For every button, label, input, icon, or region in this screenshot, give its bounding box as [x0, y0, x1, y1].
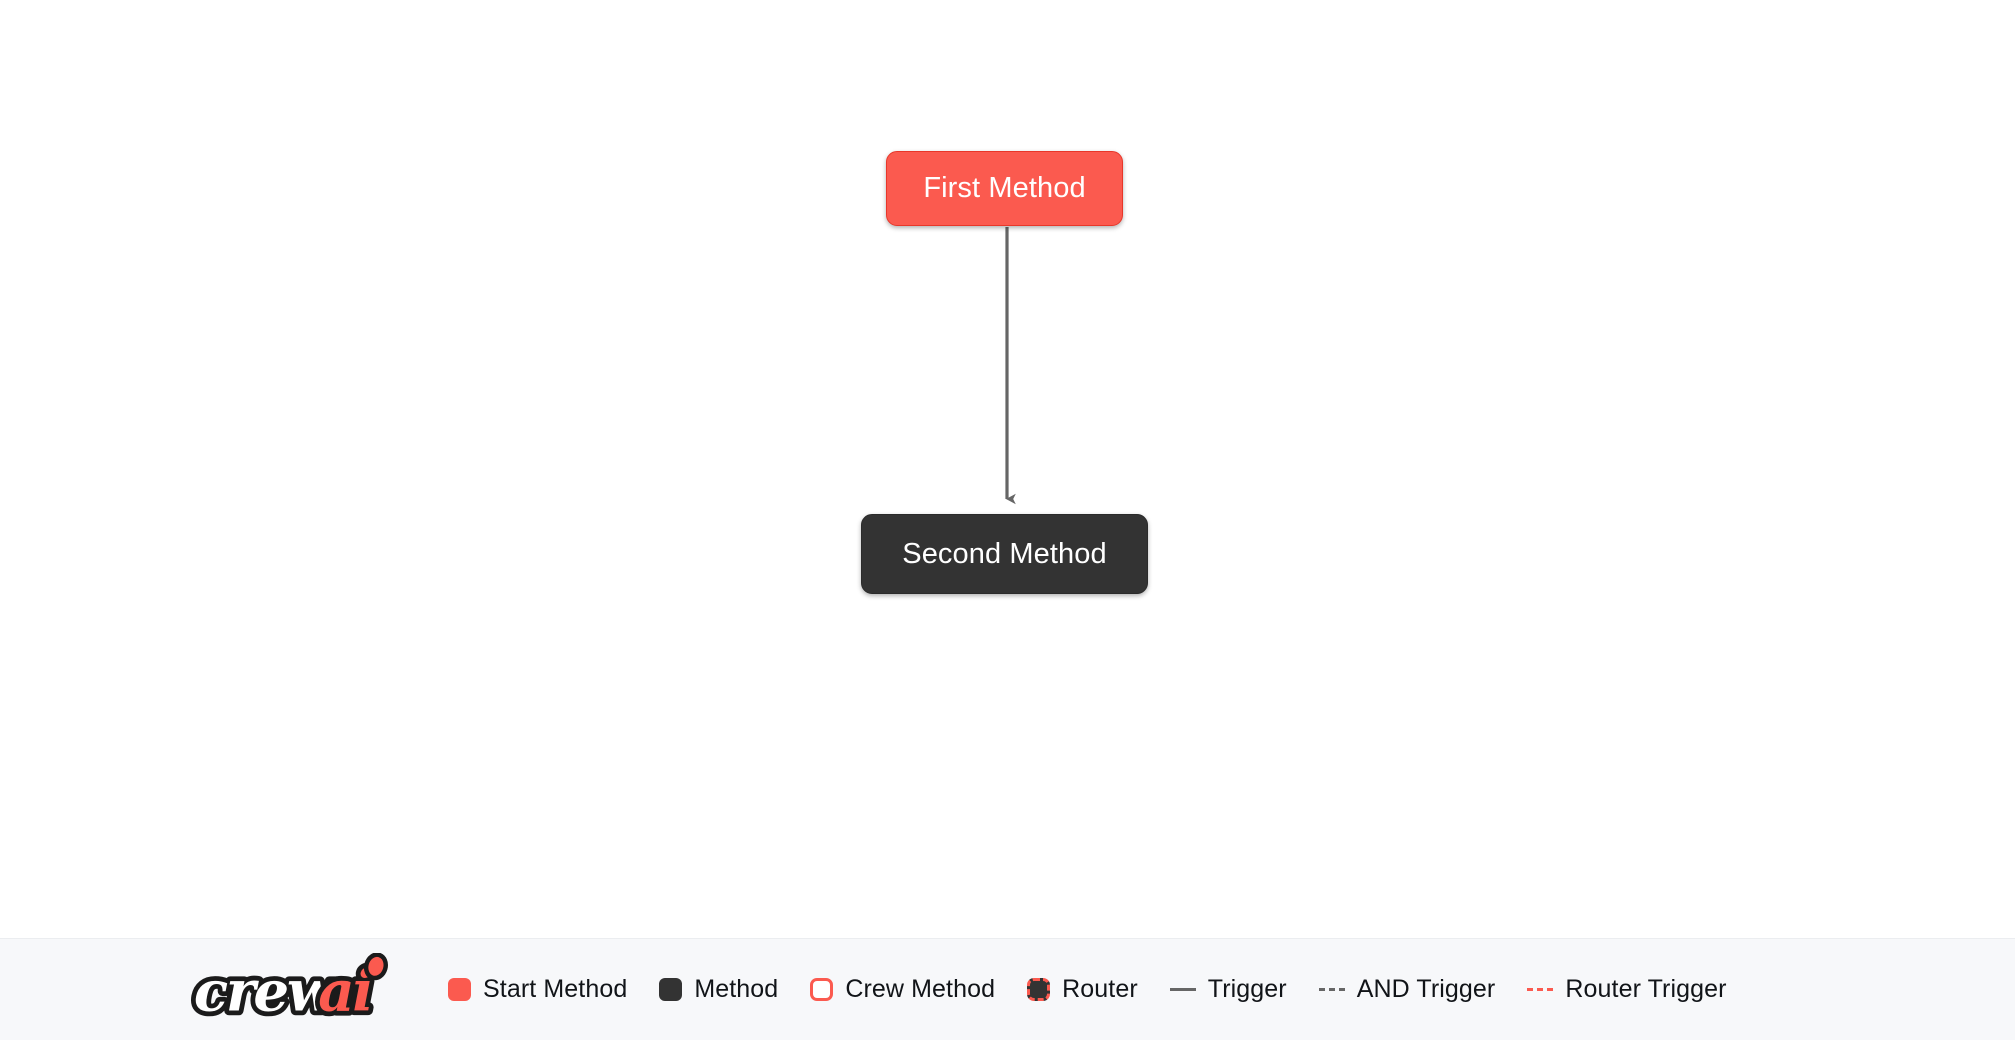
legend-item-and-trigger: AND Trigger: [1318, 975, 1496, 1004]
svg-text:crew: crew: [194, 958, 338, 1024]
svg-text:crew: crew: [194, 958, 338, 1024]
edge-layer: [1005, 227, 1016, 505]
legend-label: AND Trigger: [1356, 975, 1496, 1003]
flow-node-first-method[interactable]: First Method: [886, 151, 1123, 226]
legend-item-crew-method: Crew Method: [810, 975, 995, 1004]
router-trigger-line-icon: [1527, 988, 1554, 991]
crewai-logo: crew crew ai ai: [189, 952, 388, 1027]
legend-items: Start Method Method Crew Method Router T…: [448, 975, 1759, 1004]
legend-bar: crew crew ai ai Start Method Method Crew…: [0, 938, 2015, 1040]
flow-canvas[interactable]: First Method Second Method: [0, 0, 2015, 938]
svg-text:ai: ai: [318, 958, 371, 1024]
legend-label: Router Trigger: [1565, 975, 1727, 1003]
flow-node-label: Second Method: [902, 537, 1107, 570]
and-trigger-line-icon: [1318, 988, 1345, 991]
crew-method-swatch-icon: [810, 978, 834, 1001]
method-swatch-icon: [659, 978, 683, 1001]
legend-item-start-method: Start Method: [448, 975, 627, 1004]
legend-item-router-trigger: Router Trigger: [1527, 975, 1726, 1004]
router-swatch-icon: [1027, 978, 1051, 1001]
legend-label: Router: [1062, 975, 1138, 1003]
trigger-line-icon: [1169, 988, 1196, 991]
legend-item-router: Router: [1027, 975, 1138, 1004]
legend-label: Method: [694, 975, 779, 1003]
legend-label: Trigger: [1207, 975, 1287, 1003]
legend-label: Start Method: [483, 975, 628, 1003]
start-method-swatch-icon: [448, 978, 471, 1001]
flow-node-label: First Method: [923, 172, 1086, 204]
legend-label: Crew Method: [845, 975, 996, 1003]
legend-item-trigger: Trigger: [1169, 975, 1287, 1004]
legend-item-method: Method: [659, 975, 778, 1004]
flow-node-second-method[interactable]: Second Method: [861, 514, 1148, 594]
